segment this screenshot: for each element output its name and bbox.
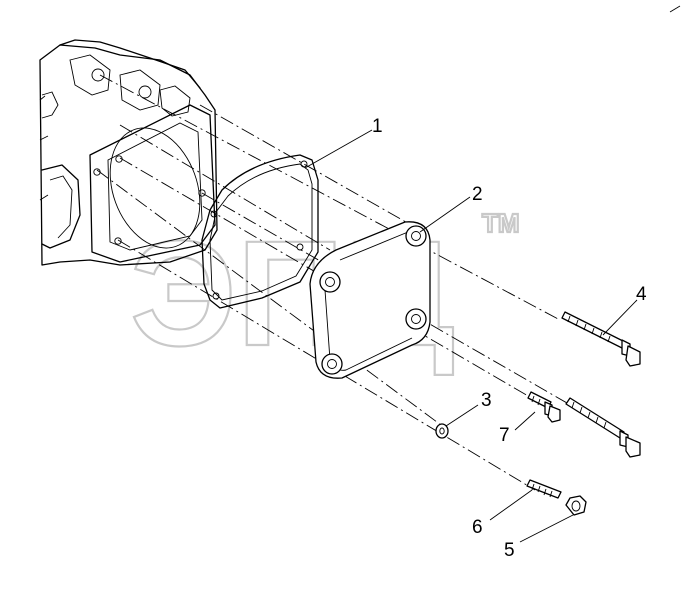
callout-2: 2 — [472, 184, 483, 205]
corner-mark — [669, 5, 681, 13]
callout-7: 7 — [499, 425, 510, 446]
gasket — [201, 154, 319, 309]
short-bolt — [527, 391, 561, 423]
long-bolt-lower — [565, 397, 641, 458]
callouts: 1 2 3 4 5 6 7 — [372, 116, 647, 561]
watermark-tm: TM — [482, 208, 520, 238]
callout-5: 5 — [504, 540, 515, 561]
callout-3: 3 — [481, 390, 492, 411]
leader-lines — [304, 129, 638, 543]
long-bolt-upper — [561, 311, 641, 367]
callout-1: 1 — [372, 116, 383, 137]
stud — [526, 479, 562, 499]
nut — [565, 495, 587, 516]
engine-housing — [39, 39, 218, 266]
callout-6: 6 — [472, 517, 483, 538]
washer — [435, 423, 449, 439]
callout-4: 4 — [636, 284, 647, 305]
cover-plate — [309, 221, 431, 379]
